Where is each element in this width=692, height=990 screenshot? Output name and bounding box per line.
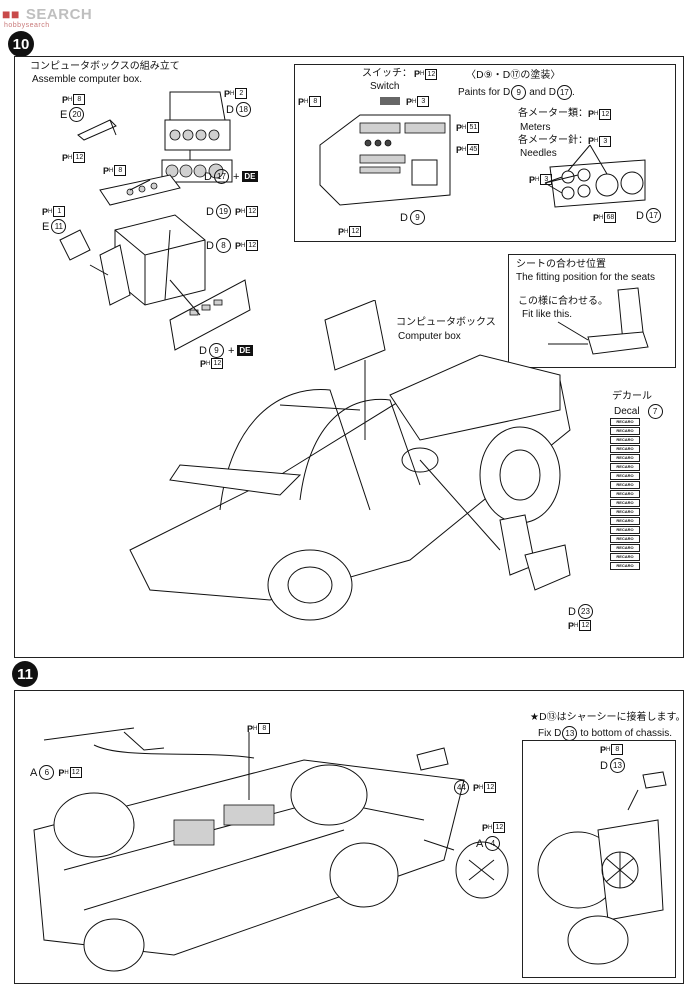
meters-label-en: Meters	[520, 122, 551, 133]
part-44-shape	[416, 747, 449, 771]
front-panel-shape	[169, 279, 251, 351]
decal-item: RECARO	[610, 553, 640, 561]
switch-label-en: Switch	[370, 81, 400, 92]
computer-box-label-en: Computer box	[398, 331, 461, 342]
lever-part-shape	[77, 119, 117, 141]
decal-item: RECARO	[610, 544, 640, 552]
decal-item: RECARO	[610, 508, 640, 516]
decal-item: RECARO	[610, 481, 640, 489]
seat-fit-en: Fit like this.	[522, 309, 573, 320]
computer-box-label-jp: コンピュータボックス	[396, 317, 496, 328]
seat-fitting-jp: シートの合わせ位置	[516, 259, 606, 270]
computer-box-assembly-diagram	[59, 91, 251, 351]
seat-fitting-en: The fitting position for the seats	[516, 272, 655, 283]
decal-item: RECARO	[610, 463, 640, 471]
d13-detail-diagram	[537, 771, 667, 965]
decal-item: RECARO	[610, 535, 640, 543]
assemble-box-title-en: Assemble computer box.	[32, 74, 143, 85]
watermark-logo: ■■ SEARCH hobbysearch	[0, 0, 172, 30]
seat-fitting-diagram	[548, 287, 649, 355]
top-cover-shape	[169, 91, 226, 121]
watermark-sub: hobbysearch	[4, 22, 50, 29]
decal-item: RECARO	[610, 427, 640, 435]
decal-item: RECARO	[610, 445, 640, 453]
step-10-badge: 10	[8, 31, 34, 57]
watermark-mark-icon: ■■	[2, 6, 20, 22]
decal-item: RECARO	[610, 454, 640, 462]
computer-box-on-car-shape	[324, 300, 386, 371]
decal-item: RECARO	[610, 436, 640, 444]
note-jp: ★D⑬はシャーシーに接着します。	[530, 712, 686, 723]
rear-wheel-shape	[267, 549, 353, 621]
step-11-badge: 11	[12, 661, 38, 687]
decal-item: RECARO	[610, 490, 640, 498]
front-wheel-shape	[479, 426, 561, 524]
decal-label-jp: デカール	[612, 391, 652, 402]
decal-de-badge-d9: DE	[237, 345, 253, 356]
dashboard-shape	[389, 354, 561, 441]
decal-item: RECARO	[610, 499, 640, 507]
car-body-diagram	[129, 300, 571, 621]
assemble-box-title-jp: コンピュータボックスの組み立て	[30, 61, 180, 72]
decal-de-badge-d17: DE	[242, 171, 258, 182]
drive-shaft-shape	[43, 727, 135, 741]
step-11-frame	[14, 690, 684, 984]
seat-fit-jp: この様に合わせる。	[518, 296, 608, 307]
needles-label-en: Needles	[520, 148, 557, 159]
chassis-diagram	[33, 727, 509, 972]
decal-item: RECARO	[610, 472, 640, 480]
decal-item: RECARO	[610, 526, 640, 534]
step-10-frame	[14, 56, 684, 658]
decal-sheet: RECARO RECARO RECARO RECARO RECARO RECAR…	[610, 417, 640, 570]
paints-for-jp: 〈D⑨・D⑰の塗装〉	[466, 70, 561, 81]
switch-color-swatch	[380, 97, 400, 105]
decal-item: RECARO	[610, 517, 640, 525]
paints-panels-diagram	[319, 114, 646, 208]
decal-item: RECARO	[610, 418, 640, 426]
decal-item: RECARO	[610, 562, 640, 570]
watermark-brand: SEARCH	[25, 5, 93, 23]
rear-wheel-left-shape	[53, 792, 135, 858]
